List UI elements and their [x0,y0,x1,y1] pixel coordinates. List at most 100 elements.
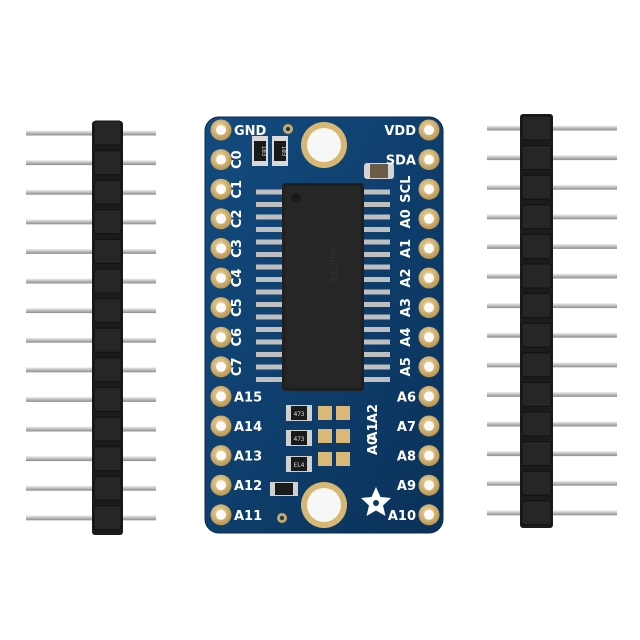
pad-hole [424,332,434,343]
right-pin-header [487,114,617,528]
chip-lead-right [362,302,390,307]
right-header-segment [521,500,552,526]
chip-lead-left [256,339,284,345]
smd-components: 473 473 EL4 [270,405,312,496]
left-header-pin [26,130,156,136]
chip-lead-right [362,189,390,195]
left-header-segment [93,120,122,146]
holtek-chip: HOLTEK [282,183,364,391]
breakout-board: 103 103 HOLTEK GNDC0C1C2C3C4C5C6C7A15A14… [204,116,444,534]
right-header-segment [521,470,552,496]
left-header-segment [93,327,122,353]
chip-lead-right [362,289,390,295]
left-header-pin [26,456,156,462]
left-pin-label: C5 [230,298,245,317]
chip-lead-right [362,239,390,245]
right-pin-label: A7 [397,420,416,435]
chip-lead-left [256,377,284,382]
left-header-segment [93,150,122,176]
left-pin-label: C0 [230,150,245,169]
pad-hole [424,480,434,491]
smd-code-3: EL4 [294,462,305,469]
left-pin-label: A12 [234,479,262,494]
smd-code-1: 473 [294,411,305,418]
pad-hole [424,154,434,165]
chip-lead-right [362,277,390,282]
left-header-segment [93,179,122,205]
chip-lead-left [256,189,284,195]
pad-hole [216,480,226,491]
left-header-segment [93,268,122,294]
left-pin-label: C1 [230,180,245,199]
pad-hole [216,421,226,431]
right-pin-label: SDA [386,154,416,169]
pad-hole [216,509,226,520]
chip-leads [256,189,390,382]
chip-marking: HOLTEK [327,247,338,283]
right-pin-label: A2 [399,268,414,287]
right-header-segment [521,115,552,141]
chip-lead-left [256,252,284,257]
left-header-pin [26,278,156,284]
left-pin-label: A13 [234,450,262,465]
pad-hole [216,243,226,254]
address-jumpers: A2 A1 A0 [318,404,381,466]
left-header-segment [93,416,122,442]
left-header-pin [26,160,156,166]
left-header-segment [93,446,122,472]
right-pin-label: SCL [399,176,414,203]
left-header-segment [93,209,122,235]
chip-lead-left [256,214,284,220]
right-pin-label: VDD [384,124,416,139]
left-header-pin [26,485,156,491]
left-pin-label: A15 [234,390,262,405]
right-header-segment [521,322,552,348]
pad-hole [216,332,226,343]
pad-hole [216,450,226,461]
left-header-pin [26,189,156,195]
pad-hole [424,421,434,431]
chip-lead-right [362,327,390,332]
right-header-segment [521,204,552,230]
chip-lead-left [256,352,284,357]
pad-hole [216,273,226,283]
star-logo [361,487,391,516]
right-pin-label: A0 [399,209,414,228]
left-header-pin [26,367,156,373]
chip-lead-right [362,314,390,320]
capacitor [364,163,394,179]
resistor-pair: 103 103 [252,136,288,166]
chip-lead-right [362,364,390,370]
pad-hole [424,391,434,402]
pad-hole [424,302,434,313]
right-header-segment [521,174,552,200]
chip-lead-left [256,289,284,295]
chip-lead-left [256,314,284,320]
smd-code-2: 473 [294,436,305,443]
chip-lead-left [256,227,284,232]
left-pin-label: C7 [230,358,245,377]
left-header-segment [93,505,122,531]
chip-lead-right [362,339,390,345]
pad-hole [424,243,434,254]
left-pin-header [26,120,156,535]
jumper-label-a2: A2 [366,404,381,423]
left-pin-label: C6 [230,328,245,347]
chip-lead-left [256,364,284,370]
left-header-segment [93,238,122,264]
left-pin-label: A11 [234,509,262,524]
resistor-code-1: 103 [260,146,267,157]
right-header-segment [521,411,552,437]
pad-hole [424,361,434,372]
mounting-hole-top [301,122,347,168]
chip-lead-left [256,327,284,332]
left-header-pin [26,308,156,314]
jumper-label-a1: A1 [366,422,381,441]
chip-lead-left [256,202,284,207]
pad-hole [216,391,226,402]
left-header-pin [26,219,156,225]
chip-lead-right [362,227,390,232]
left-header-pin [26,248,156,254]
